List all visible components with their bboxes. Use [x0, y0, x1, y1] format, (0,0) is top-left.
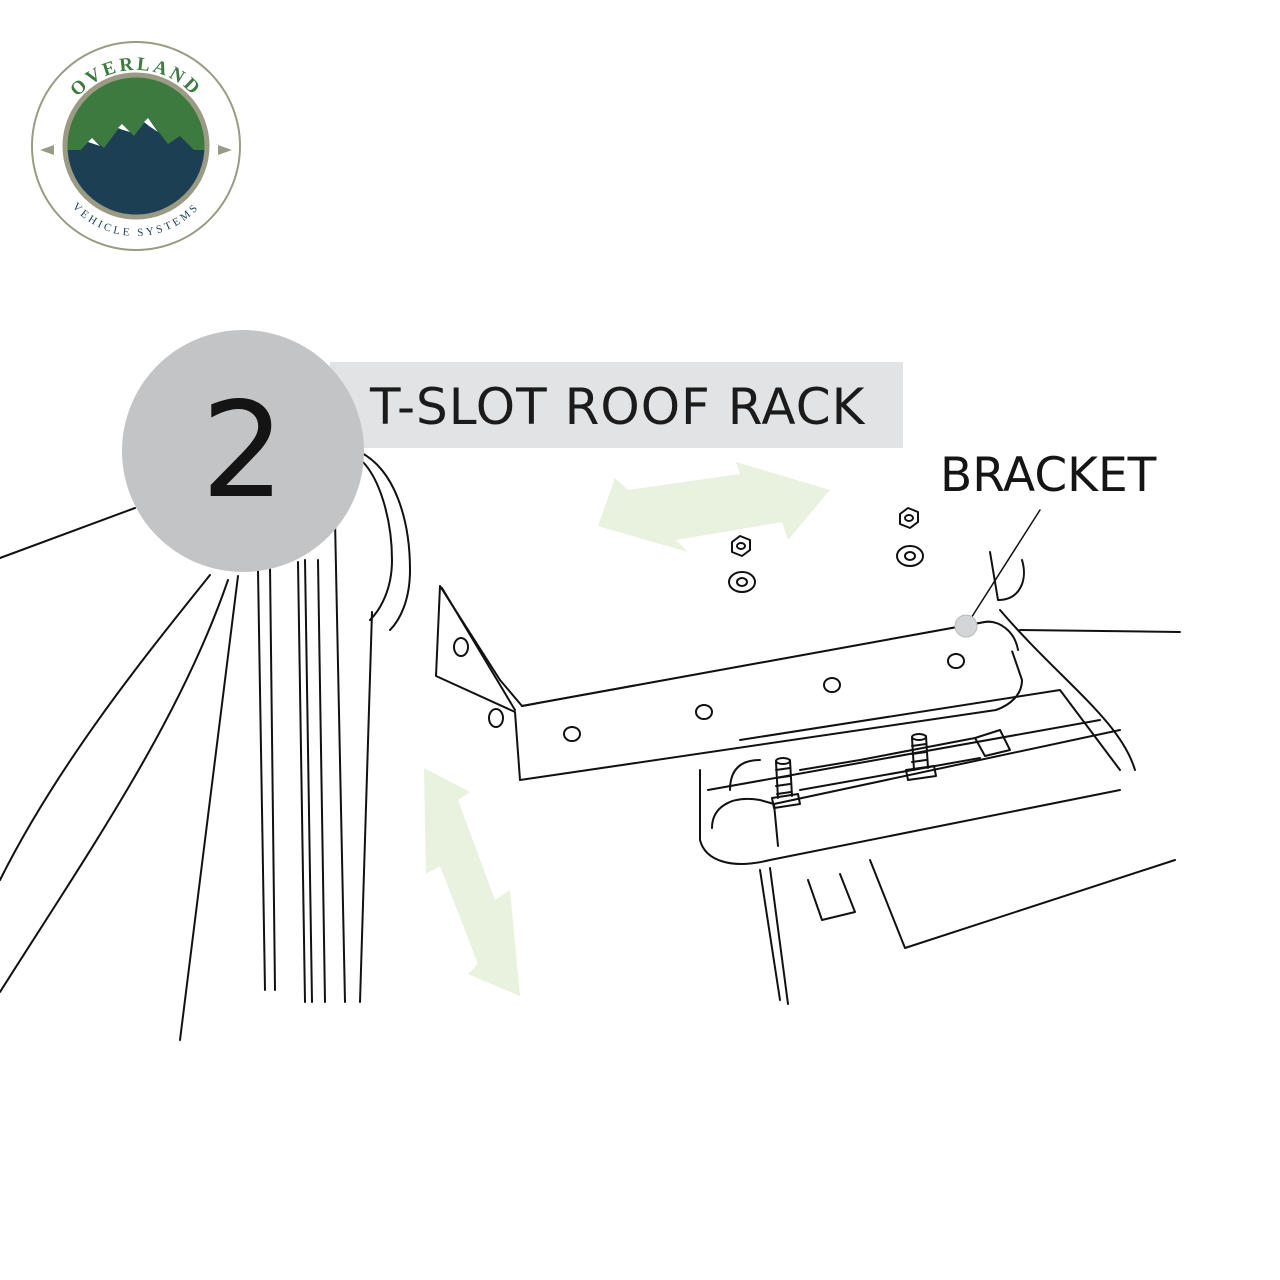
step-number: 2 — [201, 374, 285, 528]
overland-vehicle-systems-logo: OVERLAND VEHICLE SYSTEMS — [31, 41, 241, 251]
movement-arrow-horizontal — [598, 462, 830, 552]
t-slot-rail — [699, 551, 1181, 1005]
step-title: T-SLOT ROOF RACK — [370, 378, 866, 436]
nut-washer-left — [728, 535, 756, 593]
bracket-callout-dot — [954, 614, 978, 638]
bracket — [435, 585, 1023, 781]
step-number-badge — [122, 330, 364, 572]
movement-arrow-vertical — [424, 768, 520, 996]
nut-washer-right — [896, 507, 924, 567]
step-title-bar — [330, 362, 903, 448]
stud-right — [905, 733, 937, 781]
bracket-leader-line — [965, 509, 1041, 627]
stud-left — [771, 757, 801, 809]
bracket-holes — [453, 637, 965, 742]
bracket-label: BRACKET — [940, 448, 1157, 503]
